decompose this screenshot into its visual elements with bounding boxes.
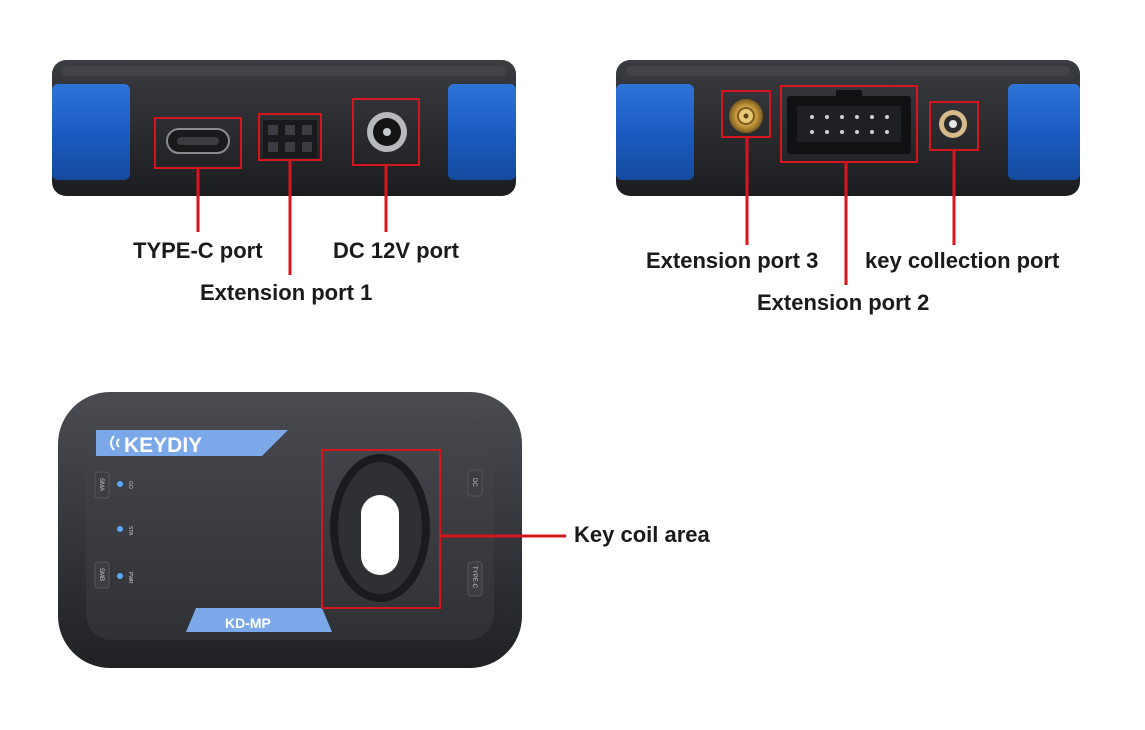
key-coil-area-label: Key coil area [574, 522, 710, 547]
led-pwr-icon [117, 573, 123, 579]
key-collection-port-label: key collection port [865, 248, 1060, 273]
led-label-go: GO [127, 481, 133, 489]
extension-port-1-icon [263, 120, 317, 158]
type-c-port-label: TYPE-C port [133, 238, 263, 263]
brand-logo-text: KEYDIY [124, 434, 202, 457]
device-top-view [58, 392, 566, 668]
type-c-port-icon [166, 128, 230, 154]
led-sta-icon [117, 526, 123, 532]
extension-port-3-icon [729, 99, 763, 133]
extension-port-2-label: Extension port 2 [757, 290, 930, 315]
side-label-smb: SMB [98, 568, 104, 581]
extension-port-3-label: Extension port 3 [646, 248, 819, 273]
dc-12v-port-label: DC 12V port [333, 238, 459, 263]
side-label-sma: SMA [98, 478, 104, 491]
side-label-dc: DC [471, 478, 477, 487]
led-label-pwr: PWR [127, 572, 133, 584]
key-collection-port-icon [939, 110, 967, 138]
model-band [186, 608, 332, 632]
left-bumper [52, 84, 130, 180]
key-coil-icon [330, 454, 430, 602]
brand-band [96, 430, 288, 456]
device-rear-view [616, 60, 1080, 285]
extension-port-1-label: Extension port 1 [200, 280, 373, 305]
dc-12v-port-icon [367, 112, 407, 152]
wireless-signal-icon [110, 435, 120, 451]
model-text: KD-MP [225, 615, 271, 631]
device-front-view [52, 60, 516, 275]
key-coil-callout-box [321, 449, 441, 609]
led-go-icon [117, 481, 123, 487]
side-label-type-c: TYPE-C [471, 566, 477, 589]
led-label-sta: STA [127, 526, 133, 536]
extension-port-2-icon [787, 90, 911, 154]
right-bumper [448, 84, 516, 180]
